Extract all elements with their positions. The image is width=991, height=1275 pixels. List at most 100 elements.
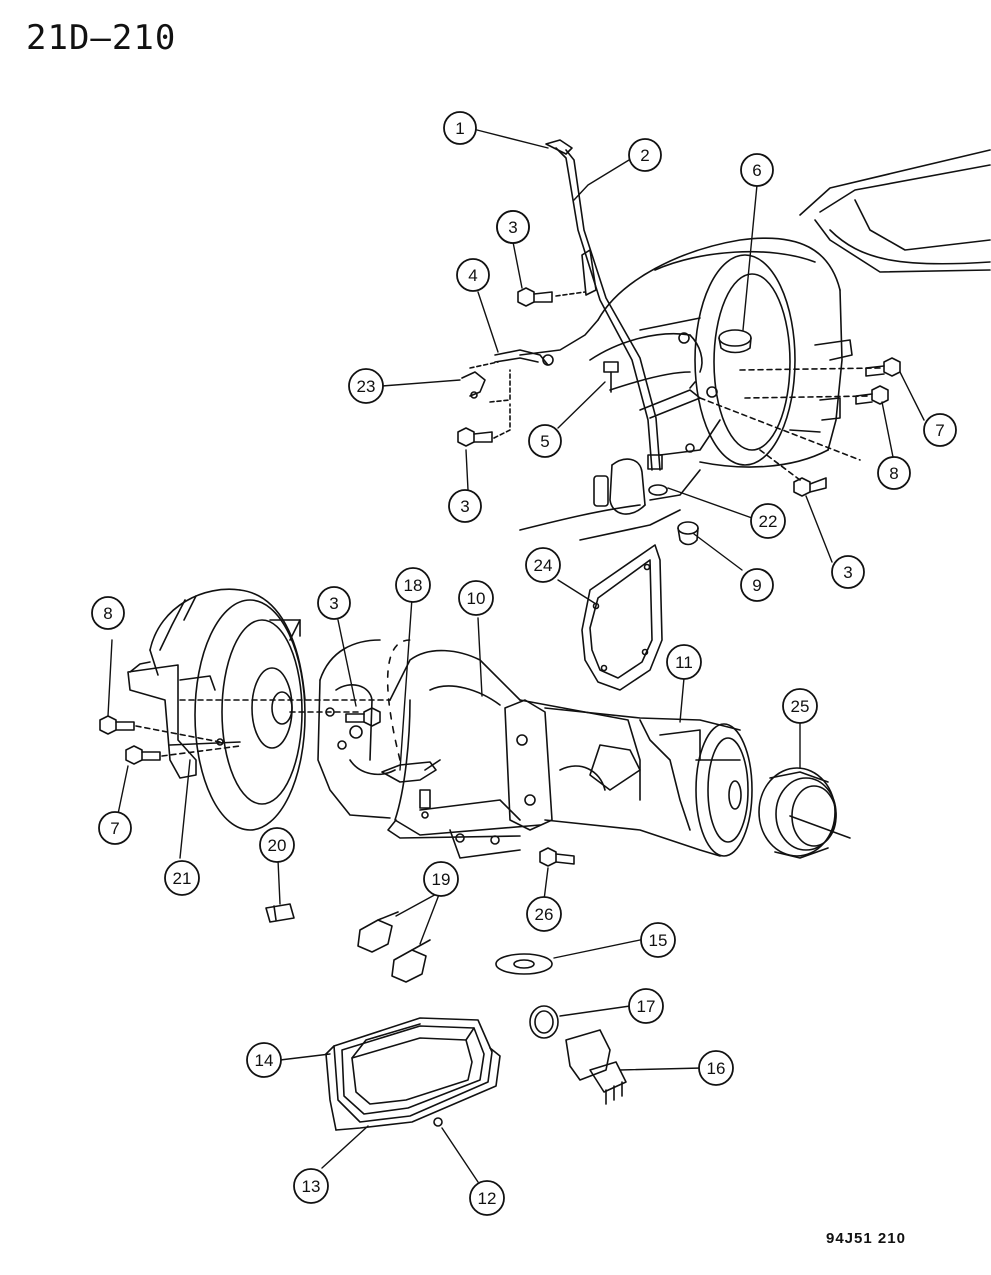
callout-11: 11 <box>666 644 702 680</box>
leader-lines <box>107 129 925 1183</box>
callout-number: 13 <box>302 1177 321 1196</box>
cooler-line-and-fittings <box>461 349 619 403</box>
callout-number: 3 <box>329 594 338 613</box>
callout-number: 26 <box>535 905 554 924</box>
callout-number: 15 <box>649 931 668 950</box>
callout-number: 8 <box>889 464 898 483</box>
callout-number: 4 <box>468 266 477 285</box>
callout-number: 7 <box>935 421 944 440</box>
torque-converter <box>149 588 306 831</box>
callout-circle <box>259 827 295 863</box>
bolt <box>855 385 889 405</box>
small-parts <box>265 847 627 1127</box>
upper-bolts <box>457 287 901 546</box>
callout-number: 22 <box>759 512 778 531</box>
callout-circle <box>98 811 132 845</box>
callout-15: 15 <box>640 922 676 958</box>
callout-3: 3 <box>317 586 351 620</box>
callout-12: 12 <box>469 1180 505 1216</box>
page-id: 21D–210 <box>26 18 177 58</box>
callout-number: 21 <box>173 869 192 888</box>
callout-7: 7 <box>98 811 132 845</box>
callout-number: 3 <box>843 563 852 582</box>
callout-19: 19 <box>423 861 459 897</box>
callout-circle <box>246 1042 282 1078</box>
figure-code: 94J51 210 <box>826 1230 906 1247</box>
callout-circle <box>423 861 459 897</box>
callout-number: 12 <box>478 1189 497 1208</box>
callout-circle <box>740 568 774 602</box>
extension-seal <box>758 767 851 859</box>
callout-circle <box>877 456 911 490</box>
callout-circle <box>526 896 562 932</box>
bolt <box>517 287 586 307</box>
callout-17: 17 <box>628 988 664 1024</box>
adapter-gasket <box>581 544 663 691</box>
callout-2: 2 <box>628 138 662 172</box>
callout-22: 22 <box>750 503 786 539</box>
callout-circle <box>740 153 774 187</box>
callout-circle <box>640 922 676 958</box>
callout-number: 1 <box>455 119 464 138</box>
callout-circle <box>456 258 490 292</box>
callout-circle <box>91 596 125 630</box>
callout-14: 14 <box>246 1042 282 1078</box>
callout-circle <box>448 489 482 523</box>
callout-1: 1 <box>443 111 477 145</box>
callout-21: 21 <box>164 860 200 896</box>
callout-circle <box>395 567 431 603</box>
callout-3: 3 <box>496 210 530 244</box>
lower-left-bolts <box>99 715 241 765</box>
callout-circle <box>628 138 662 172</box>
callout-number: 18 <box>404 576 423 595</box>
upper-transmission-housing <box>519 149 991 541</box>
callout-number: 2 <box>640 146 649 165</box>
callout-24: 24 <box>525 547 561 583</box>
dipstick-tube-assembly <box>545 139 701 496</box>
callout-3: 3 <box>831 555 865 589</box>
callout-8: 8 <box>877 456 911 490</box>
callout-circle <box>443 111 477 145</box>
oil-pan-and-gasket <box>325 1017 501 1131</box>
callout-16: 16 <box>698 1050 734 1086</box>
callout-number: 10 <box>467 589 486 608</box>
callout-20: 20 <box>259 827 295 863</box>
callout-25: 25 <box>782 688 818 724</box>
callout-circle <box>525 547 561 583</box>
callout-circle <box>831 555 865 589</box>
callout-10: 10 <box>458 580 494 616</box>
callout-5: 5 <box>528 424 562 458</box>
callout-23: 23 <box>348 368 384 404</box>
callout-4: 4 <box>456 258 490 292</box>
callout-number: 9 <box>752 576 761 595</box>
callout-circle <box>348 368 384 404</box>
callout-circle <box>164 860 200 896</box>
callout-number: 11 <box>675 653 693 672</box>
callout-number: 14 <box>255 1051 274 1070</box>
drain-plug <box>677 521 699 546</box>
callout-3: 3 <box>448 489 482 523</box>
callout-number: 17 <box>637 997 656 1016</box>
callout-13: 13 <box>293 1168 329 1204</box>
callout-6: 6 <box>740 153 774 187</box>
callout-number: 19 <box>432 870 451 889</box>
callout-number: 8 <box>103 604 112 623</box>
callout-bubbles: 1236342357832293248318101125721201926151… <box>91 111 957 1216</box>
bolt <box>793 477 827 497</box>
callout-number: 16 <box>707 1059 726 1078</box>
callout-number: 24 <box>534 556 553 575</box>
callout-number: 23 <box>357 377 376 396</box>
callout-18: 18 <box>395 567 431 603</box>
callout-circle <box>923 413 957 447</box>
bolt <box>457 403 511 447</box>
callout-number: 6 <box>752 161 761 180</box>
callout-circle <box>458 580 494 616</box>
callout-number: 3 <box>508 218 517 237</box>
callout-circle <box>782 688 818 724</box>
callout-number: 20 <box>268 836 287 855</box>
callout-circle <box>496 210 530 244</box>
callout-9: 9 <box>740 568 774 602</box>
callout-number: 7 <box>110 819 119 838</box>
